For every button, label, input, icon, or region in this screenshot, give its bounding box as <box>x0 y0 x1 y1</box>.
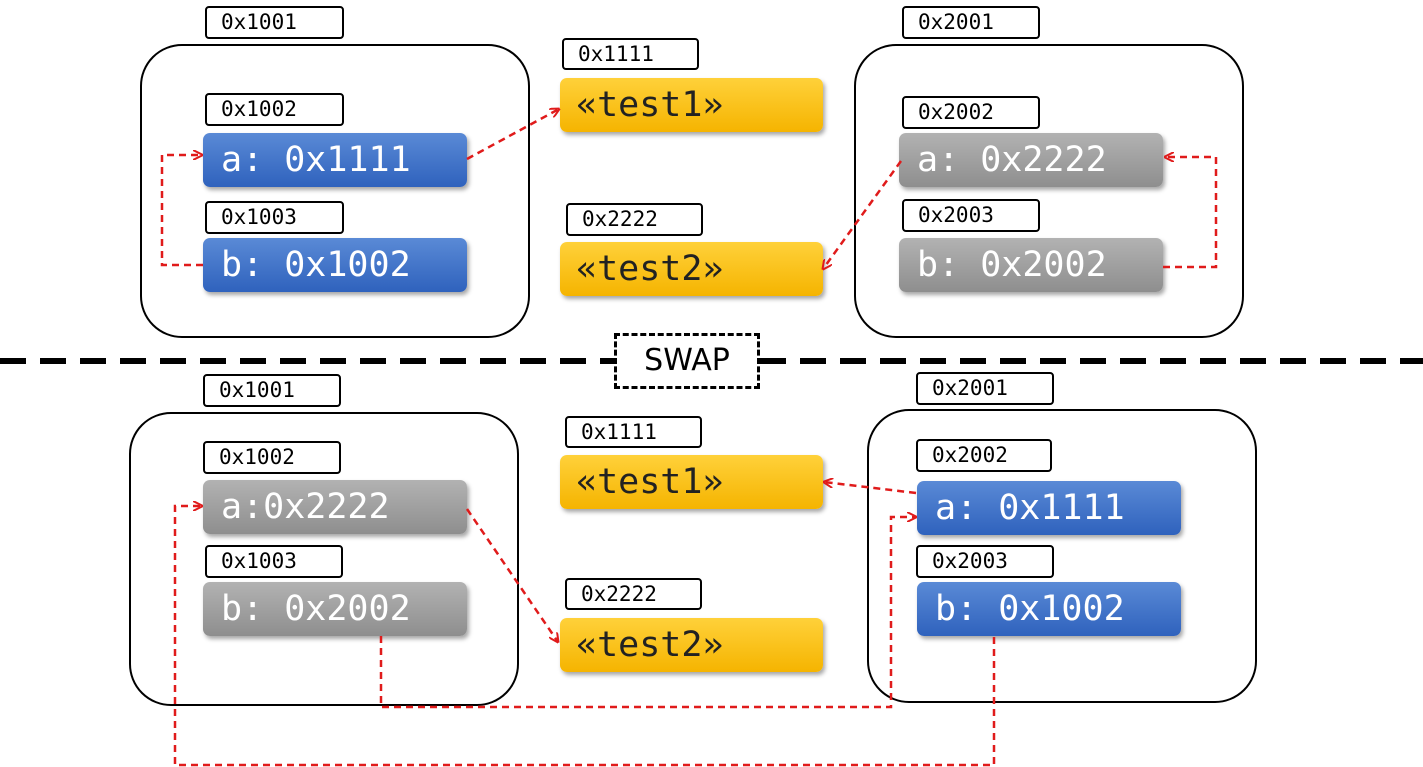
top-left-struct-address: 0x1001 <box>205 6 344 39</box>
bottom-left-b-to-right-a-arrow <box>379 517 916 709</box>
bottom-string2-cell: «test2» <box>560 618 823 672</box>
top-left-a-cell: a: 0x1111 <box>203 133 467 187</box>
top-right-a-cell: a: 0x2222 <box>899 133 1163 187</box>
top-left-b-address: 0x1003 <box>205 201 344 234</box>
bottom-right-a-to-string1-arrow <box>824 482 917 495</box>
bottom-left-b-address: 0x1003 <box>205 545 343 578</box>
top-string1-address: 0x1111 <box>562 38 699 70</box>
bottom-string1-address: 0x1111 <box>565 416 702 448</box>
bottom-string1-cell: «test1» <box>560 455 823 509</box>
bottom-right-b-to-left-a-arrow <box>173 506 996 767</box>
bottom-left-struct-address: 0x1001 <box>203 374 341 407</box>
top-string2-cell: «test2» <box>560 242 823 296</box>
top-right-a-address: 0x2002 <box>902 96 1040 129</box>
top-left-b-to-a-arrow <box>160 155 203 267</box>
bottom-right-struct-address: 0x2001 <box>916 372 1054 405</box>
bottom-left-a-cell: a:0x2222 <box>203 480 467 534</box>
top-left-a-to-string1-arrow <box>466 109 559 161</box>
top-right-struct-address: 0x2001 <box>902 6 1040 39</box>
bottom-left-b-cell: b: 0x2002 <box>203 582 467 636</box>
bottom-right-a-cell: a: 0x1111 <box>917 481 1181 535</box>
top-right-a-to-string2-arrow <box>823 160 903 269</box>
bottom-right-b-cell: b: 0x1002 <box>917 582 1181 636</box>
bottom-left-a-to-string2-arrow <box>465 508 558 642</box>
top-string2-address: 0x2222 <box>566 203 703 236</box>
bottom-right-b-address: 0x2003 <box>916 545 1054 578</box>
swap-label: SWAP <box>614 333 760 389</box>
bottom-left-a-address: 0x1002 <box>203 441 341 474</box>
top-string1-cell: «test1» <box>560 78 823 132</box>
bottom-right-a-address: 0x2002 <box>916 439 1052 472</box>
bottom-string2-address: 0x2222 <box>565 578 702 610</box>
top-right-b-to-a-arrow <box>1163 157 1218 269</box>
top-right-b-address: 0x2003 <box>902 199 1040 232</box>
top-left-b-cell: b: 0x1002 <box>203 238 467 292</box>
top-left-a-address: 0x1002 <box>205 93 344 126</box>
top-right-b-cell: b: 0x2002 <box>899 238 1163 292</box>
